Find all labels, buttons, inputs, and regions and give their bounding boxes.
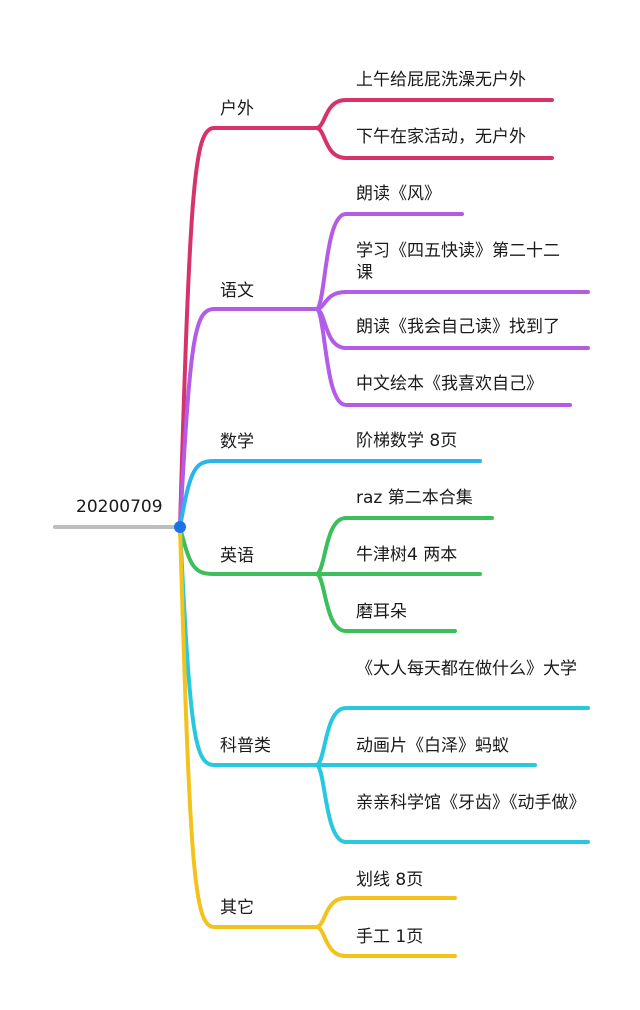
branch-label-math[interactable]: 数学 [220, 432, 254, 452]
branch-connector [178, 525, 318, 929]
leaf-connector [314, 290, 590, 311]
branch-label-science[interactable]: 科普类 [220, 736, 271, 756]
leaf-connector [314, 706, 590, 767]
branch-label-outdoor[interactable]: 户外 [220, 99, 254, 119]
leaf-connector [314, 126, 554, 160]
branch-label-english[interactable]: 英语 [220, 546, 254, 566]
leaf-connector [314, 925, 457, 958]
leaf-connector [314, 212, 464, 311]
leaf-connector [314, 98, 554, 130]
root-node-dot [174, 521, 186, 533]
leaf-connector [314, 896, 457, 929]
branch-connector [178, 307, 318, 529]
leaf-label[interactable]: 中文绘本《我喜欢自己》 [356, 374, 543, 394]
leaf-connector [314, 763, 590, 844]
leaf-connector [314, 516, 494, 576]
leaf-label[interactable]: 动画片《白泽》蚂蚁 [356, 736, 509, 756]
leaf-label[interactable]: 划线 8页 [356, 870, 424, 890]
leaf-connector [314, 307, 572, 407]
leaf-label[interactable]: 亲亲科学馆《牙齿》《动手做》 [356, 793, 586, 813]
root-node-label[interactable]: 20200709 [76, 497, 163, 517]
leaf-label[interactable]: 学习《四五快读》第二十二课 [356, 241, 560, 283]
leaf-label[interactable]: 朗读《风》 [356, 184, 441, 204]
leaf-label[interactable]: 牛津树4 两本 [356, 545, 458, 565]
leaf-label[interactable]: 下午在家活动，无户外 [356, 127, 526, 147]
leaf-label[interactable]: 《大人每天都在做什么》大学 [356, 659, 577, 679]
branch-lines [53, 98, 590, 958]
leaf-label[interactable]: 磨耳朵 [356, 602, 407, 622]
branch-connector [178, 459, 318, 529]
branch-label-other[interactable]: 其它 [220, 898, 254, 918]
leaf-label[interactable]: 手工 1页 [356, 927, 424, 947]
leaf-label[interactable]: 上午给屁屁洗澡无户外 [356, 70, 526, 90]
leaf-label[interactable]: 朗读《我会自己读》找到了 [356, 317, 560, 337]
leaf-label[interactable]: raz 第二本合集 [356, 488, 473, 508]
leaf-connector [314, 572, 457, 633]
leaf-label[interactable]: 阶梯数学 8页 [356, 431, 458, 451]
branch-connector [178, 126, 318, 529]
branch-connector [178, 525, 318, 576]
branch-label-chinese[interactable]: 语文 [220, 281, 254, 301]
